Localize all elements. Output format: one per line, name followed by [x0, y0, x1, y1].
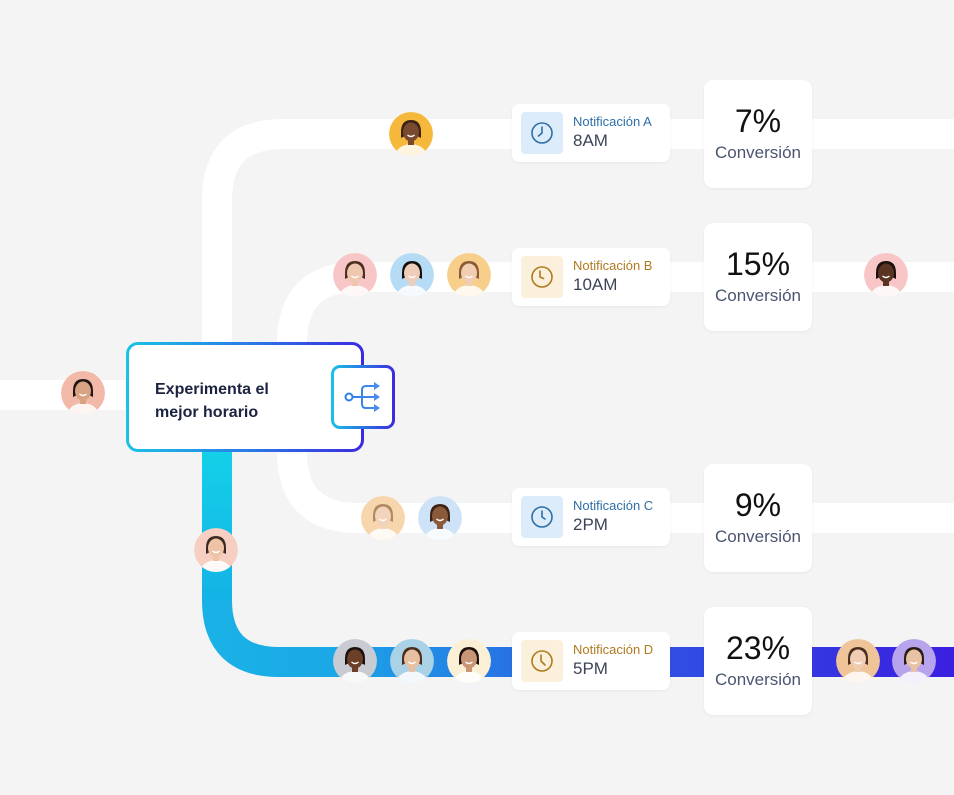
clock-icon [521, 640, 563, 682]
conversion-label: Conversión [715, 286, 801, 305]
notification-card-a[interactable]: Notificación A 8AM [512, 104, 670, 162]
conversion-value: 7% [734, 103, 782, 139]
conversion-card-c: 9% Conversión [704, 464, 812, 572]
avatar [418, 496, 462, 540]
avatar [61, 371, 105, 415]
avatar [390, 639, 434, 683]
conversion-card-d: 23% Conversión [704, 607, 812, 715]
clock-icon [521, 496, 563, 538]
conversion-card-b: 15% Conversión [704, 223, 812, 331]
branch-d-path [202, 450, 954, 677]
avatar [892, 639, 936, 683]
clock-icon [521, 112, 563, 154]
avatar [361, 496, 405, 540]
avatar [390, 253, 434, 297]
avatar [864, 253, 908, 297]
branch-a-path [202, 119, 954, 400]
notification-time: 2PM [573, 515, 608, 534]
conversion-value: 23% [725, 630, 791, 666]
conversion-label: Conversión [715, 143, 801, 162]
avatar [333, 639, 377, 683]
conversion-label: Conversión [715, 527, 801, 546]
notification-time: 5PM [573, 659, 608, 678]
split-branch-icon [344, 382, 380, 412]
notification-label: Notificación B [573, 258, 653, 273]
notification-label: Notificación C [573, 498, 654, 513]
avatar [194, 528, 238, 572]
avatar [447, 253, 491, 297]
split-button[interactable] [331, 365, 395, 429]
notification-card-c[interactable]: Notificación C 2PM [512, 488, 670, 546]
conversion-value: 9% [734, 487, 782, 523]
avatar [447, 639, 491, 683]
notification-label: Notificación A [573, 114, 652, 129]
notification-card-d[interactable]: Notificación D 5PM [512, 632, 670, 690]
conversion-value: 15% [725, 246, 791, 282]
clock-icon [521, 256, 563, 298]
notification-label: Notificación D [573, 642, 654, 657]
conversion-card-a: 7% Conversión [704, 80, 812, 188]
notification-time: 10AM [573, 275, 618, 294]
experiment-node[interactable]: Experimenta el mejor horario [126, 342, 364, 452]
notification-time: 8AM [573, 131, 608, 150]
notification-card-b[interactable]: Notificación B 10AM [512, 248, 670, 306]
experiment-node-title: Experimenta el mejor horario [155, 381, 269, 421]
conversion-label: Conversión [715, 670, 801, 689]
avatar [836, 639, 880, 683]
avatar [333, 253, 377, 297]
avatar [389, 112, 433, 156]
